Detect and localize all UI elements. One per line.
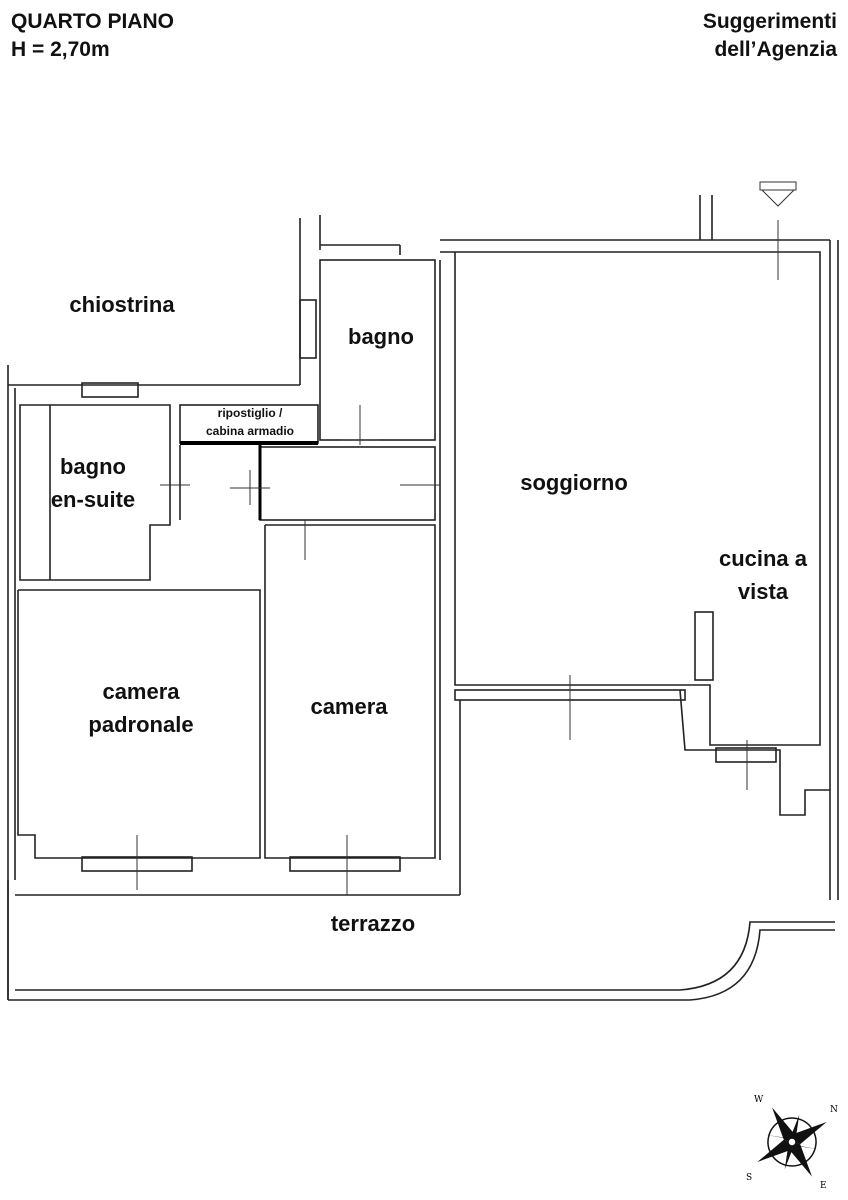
agency-note-line-2: dell’Agenzia [714, 38, 837, 61]
compass-w: W [754, 1095, 764, 1105]
room-ripostiglio-label-2: cabina armadio [205, 424, 295, 438]
compass-s: S [746, 1173, 752, 1183]
floor-header: QUARTO PIANO H = 2,70m [11, 8, 174, 64]
room-bagno: bagno [348, 320, 414, 353]
room-ensuite-label-1: bagno [59, 454, 126, 479]
ceiling-height: H = 2,70m [11, 38, 110, 61]
compass-n: N [830, 1105, 838, 1115]
compass-rose-icon: W N S E [746, 1095, 838, 1190]
room-camera-label: camera [310, 694, 388, 719]
skylight-icon [759, 181, 797, 207]
room-camera: camera [310, 690, 387, 723]
room-soggiorno: soggiorno [520, 466, 628, 499]
compass-e: E [820, 1181, 827, 1190]
room-ripostiglio: ripostiglio / cabina armadio [206, 404, 294, 440]
walls [7, 195, 839, 1001]
room-chiostrina: chiostrina [69, 288, 174, 321]
room-padronale-label-2: padronale [88, 712, 194, 737]
room-cucina-label-2: vista [737, 579, 789, 604]
room-ensuite-label-2: en-suite [50, 487, 136, 512]
section-markers [136, 220, 779, 895]
room-padronale-label-1: camera [102, 679, 180, 704]
room-terrazzo-label: terrazzo [330, 911, 416, 936]
room-camera-padronale: camera padronale [88, 675, 193, 741]
agency-note: Suggerimenti dell’Agenzia [703, 8, 837, 64]
room-cucina: cucina a vista [719, 542, 807, 608]
room-ripostiglio-label-1: ripostiglio / [217, 406, 283, 420]
floor-title: QUARTO PIANO [11, 10, 174, 33]
room-cucina-label-1: cucina a [718, 546, 808, 571]
room-soggiorno-label: soggiorno [520, 470, 628, 495]
room-terrazzo: terrazzo [331, 907, 415, 940]
room-chiostrina-label: chiostrina [69, 292, 175, 317]
room-bagno-en-suite: bagno en-suite [51, 450, 135, 516]
agency-note-line-1: Suggerimenti [702, 10, 837, 33]
room-bagno-label: bagno [348, 324, 414, 349]
